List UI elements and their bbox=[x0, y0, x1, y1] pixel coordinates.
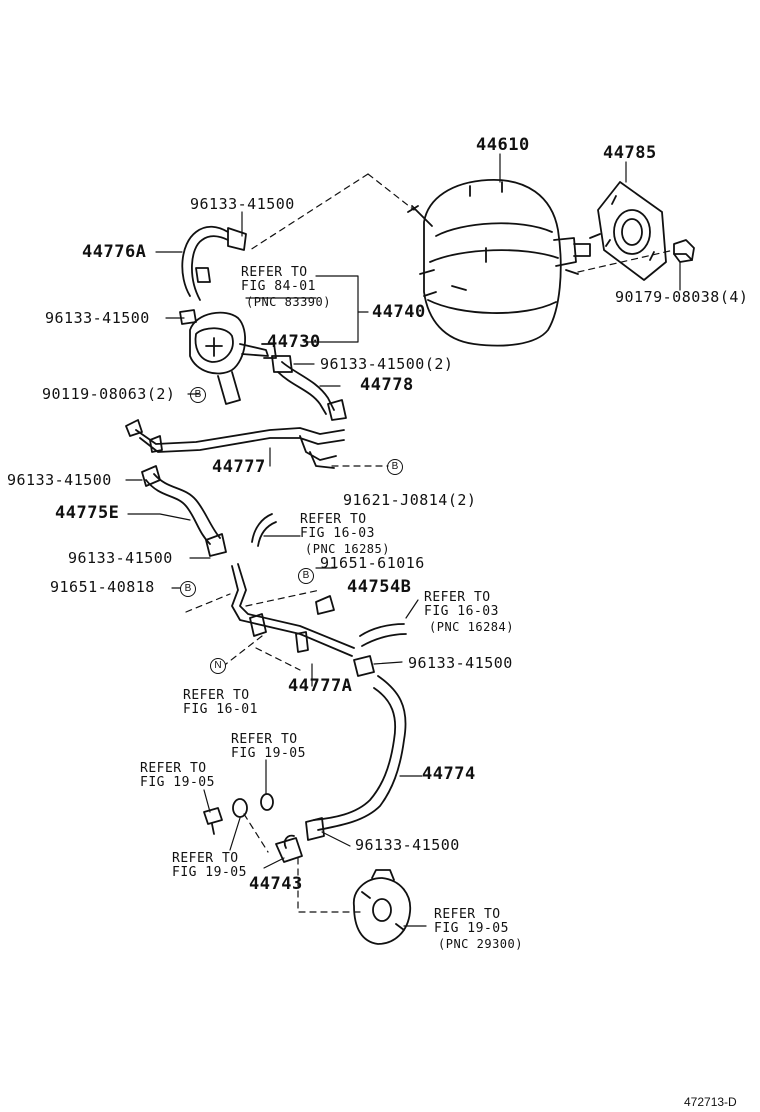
part-90119-08063-label: 90119-08063(2) bbox=[42, 385, 176, 403]
pipe-44777a bbox=[231, 563, 355, 657]
part-44775e-label: 44775E bbox=[55, 503, 120, 523]
brake-booster bbox=[407, 179, 601, 347]
small-fittings bbox=[179, 267, 211, 325]
hose-44774-clamps bbox=[305, 655, 375, 841]
part-96133-41500-2-label: 96133-41500(2) bbox=[320, 355, 454, 373]
clip-top bbox=[227, 227, 247, 251]
part-91651-40818-label: 91651-40818 bbox=[50, 578, 155, 596]
ref-fig-19-05-a-line2: FIG 19-05 bbox=[231, 746, 306, 761]
hose-ref-16285 bbox=[251, 513, 277, 547]
ref-fig-16-03-a-line2: FIG 16-03 bbox=[300, 526, 375, 541]
ref-fig-19-05-a-line1: REFER TO bbox=[231, 732, 298, 747]
check-valve bbox=[189, 311, 277, 405]
ref-fig-16-03-a-line1: REFER TO bbox=[300, 512, 367, 527]
washer-shape bbox=[232, 798, 248, 818]
bracket-44754b bbox=[315, 595, 335, 615]
hose-44774 bbox=[313, 675, 407, 831]
nut-shape bbox=[673, 239, 695, 263]
hose-clamps bbox=[141, 465, 227, 557]
part-44610-label: 44610 bbox=[476, 135, 530, 155]
part-44785-label: 44785 bbox=[603, 143, 657, 163]
pipe-44777 bbox=[135, 427, 345, 469]
part-91651-61016-label: 91651-61016 bbox=[320, 554, 425, 572]
marker-b-1: B bbox=[190, 387, 206, 403]
bolt-shape bbox=[203, 807, 223, 835]
clamp-44778 bbox=[271, 355, 293, 373]
union-44743 bbox=[275, 834, 303, 863]
clamp-44778b bbox=[327, 399, 347, 421]
ref-fig-19-05-b-line1: REFER TO bbox=[140, 761, 207, 776]
marker-b-3: B bbox=[298, 568, 314, 584]
pipe-clips bbox=[125, 419, 163, 453]
part-96133-41500-e-label: 96133-41500 bbox=[408, 654, 513, 672]
marker-b-4: B bbox=[180, 581, 196, 597]
ref-fig-19-05-c-line2: FIG 19-05 bbox=[172, 865, 247, 880]
dashed-lines bbox=[185, 173, 675, 913]
part-96133-41500-c-label: 96133-41500 bbox=[7, 471, 112, 489]
part-44777-label: 44777 bbox=[212, 457, 266, 477]
part-91621-j0814-label: 91621-J0814(2) bbox=[343, 491, 477, 509]
part-96133-41500-top-label: 96133-41500 bbox=[190, 195, 295, 213]
part-44754b-label: 44754B bbox=[347, 577, 412, 597]
hose-44775e bbox=[145, 473, 221, 545]
ref-fig-84-01-line1: REFER TO bbox=[241, 265, 308, 280]
ref-fig-19-05-d-line2: FIG 19-05 bbox=[434, 921, 509, 936]
figure-code: 472713-D bbox=[684, 1095, 737, 1109]
ref-fig-19-05-c-line1: REFER TO bbox=[172, 851, 239, 866]
part-90179-08038-label: 90179-08038(4) bbox=[615, 288, 749, 306]
ref-fig-19-05-b-line2: FIG 19-05 bbox=[140, 775, 215, 790]
part-96133-41500-left-label: 96133-41500 bbox=[45, 309, 150, 327]
ref-fig-16-03-b-line1: REFER TO bbox=[424, 590, 491, 605]
ref-fig-16-03-b-line3: (PNC 16284) bbox=[429, 620, 514, 634]
marker-n: N bbox=[210, 658, 226, 674]
marker-b-2: B bbox=[387, 459, 403, 475]
hose-44776a bbox=[181, 225, 229, 301]
part-44740-label: 44740 bbox=[372, 302, 426, 322]
pipe-brackets bbox=[249, 613, 309, 653]
part-44777a-label: 44777A bbox=[288, 676, 353, 696]
part-44776a-label: 44776A bbox=[82, 242, 147, 262]
ref-fig-16-03-b-line2: FIG 16-03 bbox=[424, 604, 499, 619]
ref-fig-16-01-line1: REFER TO bbox=[183, 688, 250, 703]
gasket-plate bbox=[597, 181, 667, 281]
part-44743-label: 44743 bbox=[249, 874, 303, 894]
hose-ref-16284 bbox=[359, 623, 407, 647]
part-96133-41500-d-label: 96133-41500 bbox=[68, 549, 173, 567]
part-96133-41500-f-label: 96133-41500 bbox=[355, 836, 460, 854]
part-44730-label: 44730 bbox=[267, 332, 321, 352]
ref-fig-19-05-d-line3: (PNC 29300) bbox=[438, 937, 523, 951]
ref-fig-19-05-d-line1: REFER TO bbox=[434, 907, 501, 922]
ref-fig-16-03-a-line3: (PNC 16285) bbox=[305, 542, 390, 556]
washer-shape-b bbox=[260, 793, 274, 811]
part-44774-label: 44774 bbox=[422, 764, 476, 784]
hose-44778 bbox=[277, 361, 335, 415]
ref-fig-84-01-line2: FIG 84-01 bbox=[241, 279, 316, 294]
ref-fig-16-01-line2: FIG 16-01 bbox=[183, 702, 258, 717]
leader-lines bbox=[125, 153, 681, 927]
ref-fig-84-01-line3: (PNC 83390) bbox=[246, 295, 331, 309]
part-44778-label: 44778 bbox=[360, 375, 414, 395]
vacuum-pump bbox=[353, 869, 412, 945]
